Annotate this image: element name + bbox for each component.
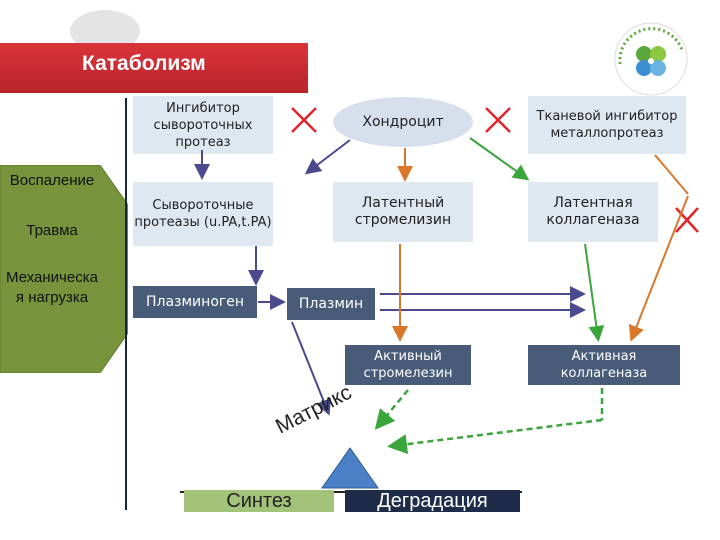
title-bar <box>0 43 308 93</box>
serum-protease-inhibitor-box: Ингибитор сывороточных протеаз <box>133 96 273 154</box>
active-collagenase-box: Активная коллагеназа <box>528 345 680 385</box>
latent-collagenase-box: Латентная коллагеназа <box>528 182 658 242</box>
latent-stromelysin-box: Латентный стромелизин <box>333 182 473 242</box>
tissue-inhibitor-box: Тканевой ингибитор металлопротеаз <box>528 96 686 154</box>
divider-line <box>125 98 127 510</box>
factor-inflammation: Воспаление <box>9 172 95 189</box>
active-stromelysin-box: Активный стромелезин <box>345 345 471 385</box>
clover-logo <box>612 20 690 98</box>
synthesis-label: Синтез <box>184 490 334 512</box>
factors-arrow-shape <box>0 165 128 373</box>
serum-proteases-box: Сывороточные протеазы (u.PA,t.PA) <box>133 182 273 246</box>
plasmin-box: Плазмин <box>287 288 375 320</box>
plasminogen-box: Плазминоген <box>133 286 257 318</box>
chondrocyte-oval: Хондроцит <box>333 97 473 147</box>
factor-trauma: Травма <box>26 222 78 239</box>
factor-mechanical-load: Механическа я нагрузка <box>6 269 98 306</box>
page-title: Катаболизм <box>82 52 206 75</box>
clover-logo-icon <box>614 22 688 96</box>
degradation-label: Деградация <box>345 490 520 512</box>
